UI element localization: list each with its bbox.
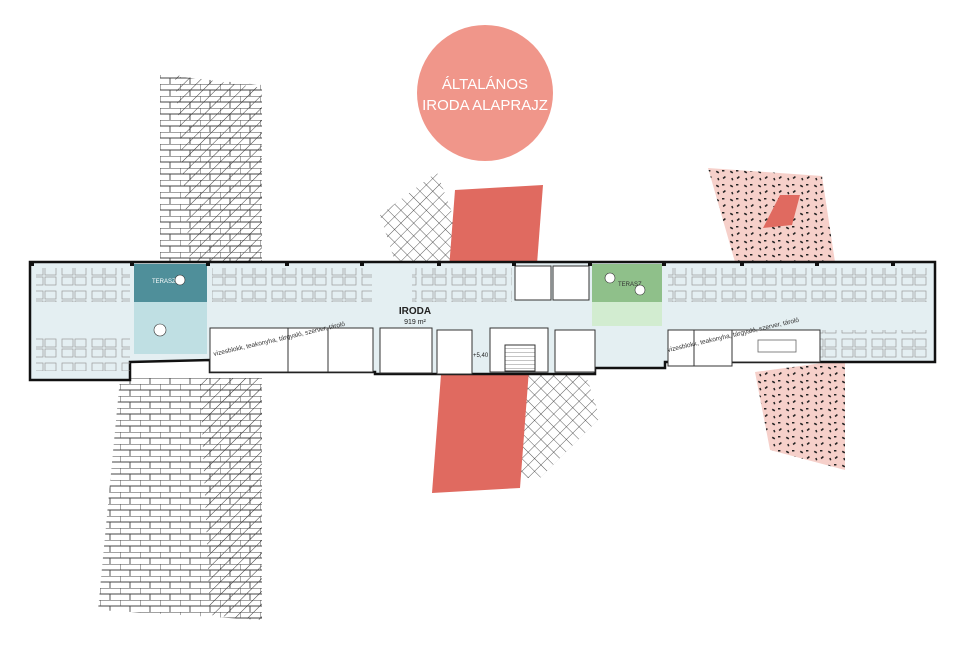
- crosshatch-block-top: [380, 172, 470, 262]
- terrace-right: [592, 264, 662, 302]
- title-badge: ÁLTALÁNOS IRODA ALAPRAJZ: [417, 25, 553, 161]
- meeting-room: [552, 265, 590, 301]
- desk-cluster: [36, 335, 130, 371]
- desk-cluster: [820, 330, 930, 360]
- terrace-left: [134, 264, 207, 302]
- desk-cluster: [212, 268, 372, 302]
- title-line-1: ÁLTALÁNOS: [442, 76, 528, 93]
- red-accent-top: [763, 195, 800, 228]
- building-floor: TERASZ TERASZ IRODA 91: [28, 260, 937, 382]
- dotted-field-bottom: [755, 360, 845, 470]
- crosshatch-block-bottom: [510, 372, 600, 478]
- service-core-left: [209, 327, 549, 375]
- desk-cluster: [668, 268, 930, 302]
- main-room-area: 919 m²: [404, 319, 426, 326]
- stairwell: [504, 344, 536, 372]
- terrace-left-label: TERASZ: [152, 279, 176, 285]
- main-room-label: IRODA: [399, 306, 431, 317]
- level-marker: +5,40: [473, 353, 489, 359]
- diagonal-hatch-band-bottom: [200, 378, 262, 620]
- conference-table: [757, 339, 797, 353]
- terrace-right-table: [634, 284, 646, 296]
- terrace-left-table: [153, 323, 167, 337]
- service-core-right: [554, 329, 821, 373]
- terrace-right-table: [604, 272, 616, 284]
- terrace-right-label: TERASZ: [618, 282, 642, 288]
- terrace-right-extension: [592, 302, 662, 326]
- diagonal-hatch-band-top: [175, 75, 262, 262]
- desk-cluster: [412, 268, 512, 302]
- terrace-left-extension: [134, 302, 207, 354]
- terrace-left-table: [174, 274, 186, 286]
- meeting-room: [514, 265, 552, 301]
- title-line-2: IRODA ALAPRAJZ: [422, 97, 548, 114]
- columns: [30, 262, 895, 266]
- desk-cluster: [36, 268, 130, 302]
